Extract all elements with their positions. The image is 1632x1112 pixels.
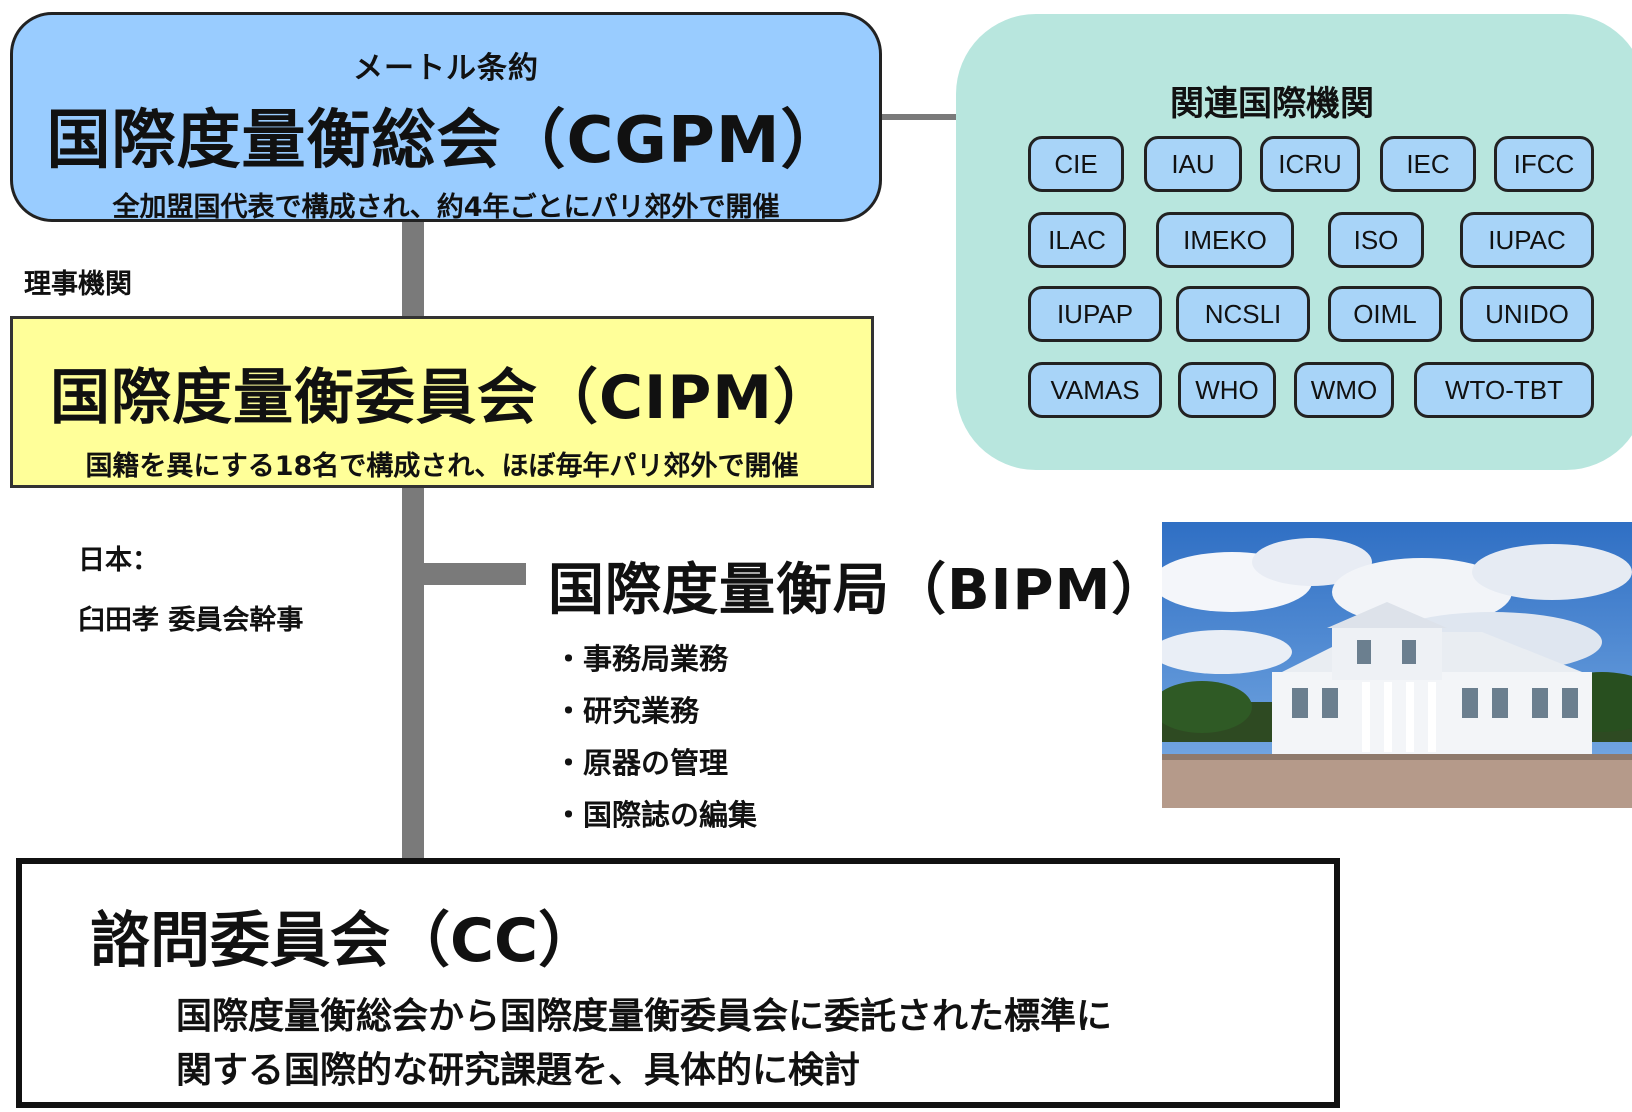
bipm-building-photo bbox=[1162, 522, 1632, 808]
org-badge: IFCC bbox=[1494, 136, 1594, 192]
org-badge: IUPAP bbox=[1028, 286, 1162, 342]
cipm-description: 国籍を異にする18名で構成され、ほぼ毎年パリ郊外で開催 bbox=[85, 451, 799, 482]
org-badge: ILAC bbox=[1028, 212, 1126, 268]
japan-label: 日本： bbox=[78, 545, 159, 576]
cgpm-box: メートル条約 国際度量衡総会（CGPM） 全加盟国代表で構成され、約4年ごとにパ… bbox=[10, 12, 882, 223]
org-badge: IUPAC bbox=[1460, 212, 1594, 268]
org-badge: CIE bbox=[1028, 136, 1124, 192]
connector-bipm bbox=[422, 563, 526, 585]
cc-title: 諮問委員会（CC） bbox=[90, 906, 599, 976]
related-organizations-title: 関連国際機関 bbox=[1170, 84, 1374, 124]
cc-description-line: 国際度量衡総会から国際度量衡委員会に委託された標準に bbox=[176, 996, 1113, 1037]
bipm-item: ・研究業務 bbox=[554, 694, 700, 728]
org-badge: WMO bbox=[1294, 362, 1394, 418]
bipm-item: ・国際誌の編集 bbox=[554, 798, 758, 832]
org-badge: IAU bbox=[1144, 136, 1242, 192]
governing-body-label: 理事機関 bbox=[24, 269, 132, 300]
related-organizations-panel: 関連国際機関 CIE IAU ICRU IEC IFCC ILAC IMEKO … bbox=[956, 14, 1632, 470]
org-badge: IEC bbox=[1380, 136, 1476, 192]
cgpm-subtitle: メートル条約 bbox=[353, 51, 539, 86]
org-badge: ICRU bbox=[1260, 136, 1360, 192]
cipm-title: 国際度量衡委員会（CIPM） bbox=[49, 363, 835, 433]
cc-box: 諮問委員会（CC） 国際度量衡総会から国際度量衡委員会に委託された標準に 関する… bbox=[16, 858, 1340, 1108]
org-badge: UNIDO bbox=[1460, 286, 1594, 342]
connector-cgpm-cipm bbox=[402, 220, 424, 318]
bipm-item: ・事務局業務 bbox=[554, 642, 729, 676]
cc-description-line: 関する国際的な研究課題を、具体的に検討 bbox=[176, 1050, 861, 1091]
cc-description: 国際度量衡総会から国際度量衡委員会に委託された標準に 関する国際的な研究課題を、… bbox=[176, 990, 1112, 1098]
cipm-box: 国際度量衡委員会（CIPM） 国籍を異にする18名で構成され、ほぼ毎年パリ郊外で… bbox=[10, 316, 874, 488]
org-badge: ISO bbox=[1328, 212, 1424, 268]
bipm-title: 国際度量衡局（BIPM） bbox=[548, 558, 1169, 623]
cgpm-title: 国際度量衡総会（CGPM） bbox=[46, 104, 846, 178]
japan-member: 臼田孝 委員会幹事 bbox=[78, 605, 304, 636]
org-badge: WTO-TBT bbox=[1414, 362, 1594, 418]
org-badge: VAMAS bbox=[1028, 362, 1162, 418]
org-badge: WHO bbox=[1178, 362, 1276, 418]
org-badge: OIML bbox=[1328, 286, 1442, 342]
connector-cipm-cc bbox=[402, 486, 424, 860]
org-badge: NCSLI bbox=[1176, 286, 1310, 342]
connector-cgpm-related bbox=[880, 114, 960, 120]
org-badge: IMEKO bbox=[1156, 212, 1294, 268]
cgpm-description: 全加盟国代表で構成され、約4年ごとにパリ郊外で開催 bbox=[112, 192, 780, 223]
bipm-item: ・原器の管理 bbox=[554, 746, 729, 780]
